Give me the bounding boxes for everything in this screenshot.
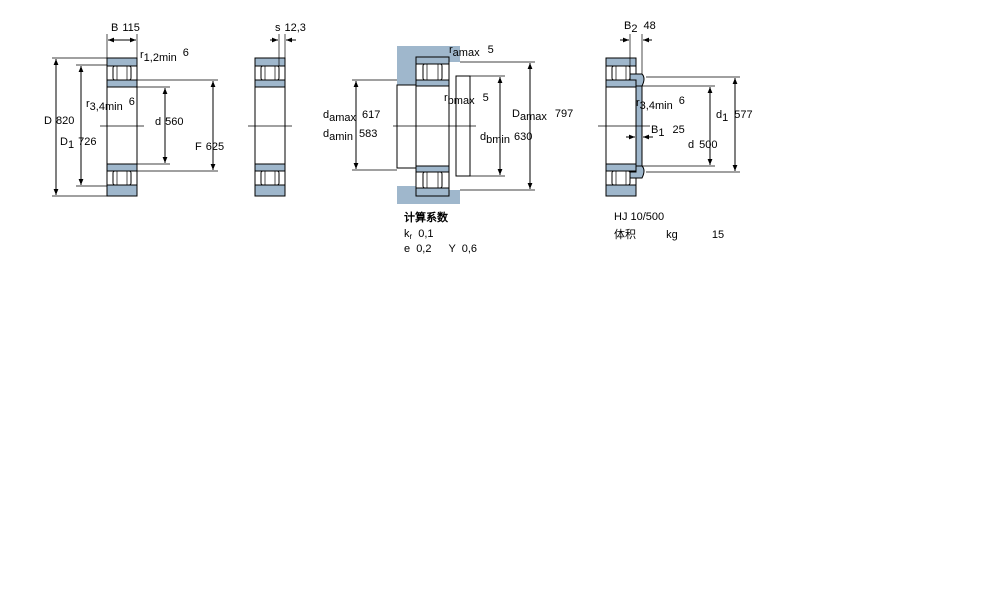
mass-unit: kg (666, 229, 678, 241)
ring-designation: HJ 10/500 (614, 211, 665, 223)
ring-info: HJ 10/500 体积 kg 15 (614, 211, 724, 242)
kr-value: 0,1 (418, 228, 434, 240)
kr-row: kr 0,1 (404, 228, 434, 241)
e-value: 0,2 (416, 243, 432, 255)
y-value: 0,6 (461, 243, 478, 255)
calc-factors: 计算系数 kr 0,1 e 0,2 Y 0,6 (404, 209, 477, 255)
e-y-row: e 0,2 Y 0,6 (404, 243, 478, 255)
mass-label: 体积 (614, 228, 636, 241)
ring-mass-row: 体积 kg 15 (614, 226, 724, 242)
mass-value: 15 (711, 229, 725, 241)
calc-title: 计算系数 (404, 211, 448, 224)
